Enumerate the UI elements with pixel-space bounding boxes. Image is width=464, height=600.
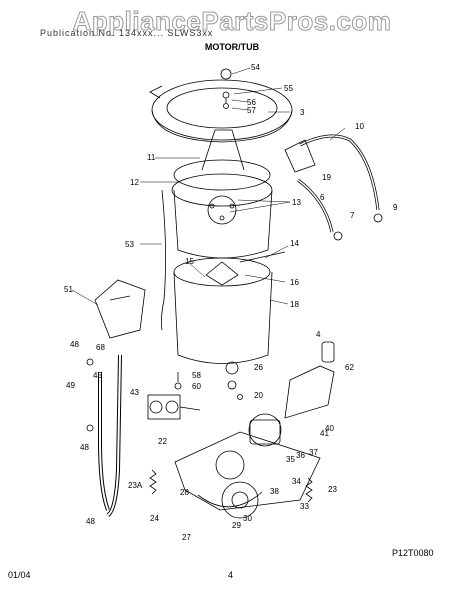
callout: 22 — [158, 437, 167, 446]
publication-header: Publication No. 134xxx... SLWS3xx — [40, 28, 214, 38]
leader-lines — [71, 67, 346, 306]
callout: 60 — [192, 382, 201, 391]
callout: 27 — [182, 533, 191, 542]
suspension-rod — [160, 189, 166, 331]
footer-date: 01/04 — [8, 570, 31, 580]
callout: 58 — [192, 371, 201, 380]
callout: 7 — [350, 211, 355, 220]
callout: 36 — [296, 451, 305, 460]
callout: 62 — [345, 363, 354, 372]
drawing-code: P12T0080 — [392, 548, 434, 558]
callout: 30 — [243, 514, 252, 523]
callout: 26 — [254, 363, 263, 372]
tub-ring — [149, 68, 293, 143]
callout: 35 — [286, 455, 295, 464]
callout: 34 — [292, 477, 301, 486]
callout: 54 — [251, 63, 260, 72]
callout: 23 — [328, 485, 337, 494]
small-fasteners — [174, 361, 243, 400]
callout: 24 — [150, 514, 159, 523]
callout: 45 — [93, 371, 102, 380]
callout: 57 — [247, 106, 256, 115]
callout: 55 — [284, 84, 293, 93]
callout: 9 — [393, 203, 398, 212]
fill-hose — [86, 354, 122, 517]
springs — [149, 469, 313, 503]
callout: 14 — [290, 239, 299, 248]
callout: 18 — [290, 300, 299, 309]
watermark: AppliancePartsPros.com — [72, 6, 392, 37]
callout: 12 — [130, 178, 139, 187]
diagram-title: MOTOR/TUB — [204, 42, 260, 52]
callout: 38 — [270, 487, 279, 496]
water-valve — [147, 394, 201, 420]
callout: 4 — [316, 330, 321, 339]
callout: 48 — [80, 443, 89, 452]
outer-tub — [173, 251, 286, 364]
drain-hose — [284, 134, 383, 223]
callout: 23A — [128, 481, 143, 490]
callout: 16 — [290, 278, 299, 287]
callout: 15 — [185, 257, 194, 266]
callout: 68 — [96, 343, 105, 352]
callout: 6 — [320, 193, 325, 202]
callout: 48 — [86, 517, 95, 526]
callout: 37 — [309, 448, 318, 457]
callout: 51 — [64, 285, 73, 294]
motor-base — [174, 413, 321, 519]
page-number: 4 — [228, 570, 234, 580]
callout: 56 — [247, 98, 256, 107]
callout: 33 — [300, 502, 309, 511]
callout: 41 — [320, 429, 329, 438]
callout: 28 — [180, 488, 189, 497]
callout: 29 — [232, 521, 241, 530]
callout: 48 — [70, 340, 79, 349]
timer-switch — [284, 341, 335, 419]
short-hose — [297, 178, 343, 241]
callout: 10 — [355, 122, 364, 131]
bracket — [94, 279, 146, 339]
callout: 19 — [322, 173, 331, 182]
callout: 20 — [254, 391, 263, 400]
callout: 3 — [300, 108, 305, 117]
callout: 40 — [325, 424, 334, 433]
callout: 13 — [292, 198, 301, 207]
callout: 11 — [147, 153, 156, 162]
callout: 53 — [125, 240, 134, 249]
callout: 43 — [130, 388, 139, 397]
callout: 49 — [66, 381, 75, 390]
